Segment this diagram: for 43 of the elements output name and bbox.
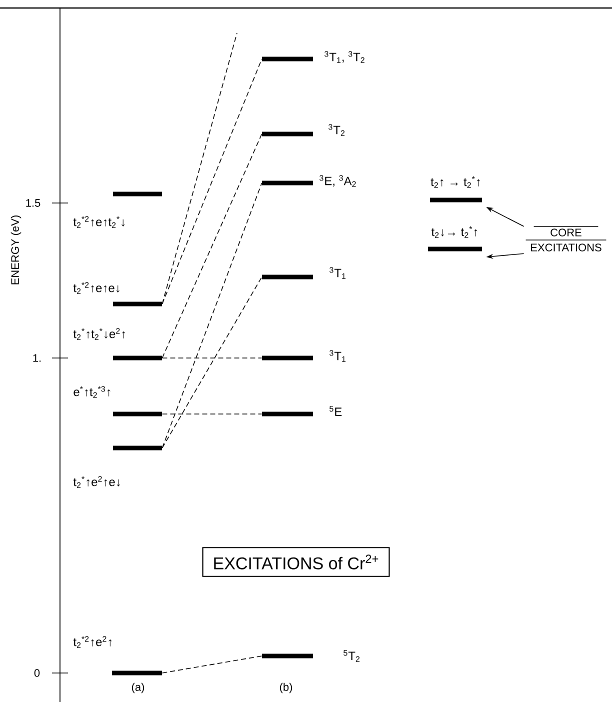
- energy-level: $^{3}$T$_{2}$: [262, 124, 345, 136]
- axis-label: ENERGY (eV): [10, 216, 22, 284]
- node-label: e$^{*}$↑t$_{2}$$^{*3}$↑: [74, 386, 110, 398]
- energy-level: t$_{2}$$^{*2}$↑e$^{2}$↑: [73, 636, 162, 676]
- energy-level: $^{5}$T$_{2}$: [262, 650, 360, 662]
- connector-line: [162, 656, 262, 674]
- node-label: $^{3}$T$_{1}$: [329, 350, 346, 362]
- energy-level: $^{3}$T$_{1}$: [262, 267, 346, 280]
- energy-level: t$_{2}$$^{*2}$↑e↑e↓: [73, 282, 162, 306]
- node-label: t$_{2}$$^{*}$↑t$_{2}$$^{*}$↓e$^{2}$↑: [73, 328, 126, 340]
- node-label: t$_{2}$↓→ t$_{2}$$^{*}$↑: [431, 226, 478, 238]
- energy-level: e$^{*}$↑t$_{2}$$^{*3}$↑: [74, 386, 162, 416]
- node-label: $^{3}$T$_{1}$, $^{3}$T$_{2}$: [324, 51, 364, 63]
- overlined-text: CORE EXCITATIONS: [525, 226, 607, 252]
- connector-line: [162, 276, 262, 448]
- node-label: t$_{2}$$^{*2}$↑e↑t$_{2}$$^{*}$↓: [73, 216, 125, 228]
- node-label: t$_{2}$$^{*}$↑e$^{2}$↑e↓: [73, 476, 120, 488]
- node-label: $^{5}$E: [330, 406, 342, 416]
- node-label: $^{3}$E, $^{3}$A$_{2}$: [319, 175, 356, 187]
- column-label: (b): [280, 682, 292, 694]
- title-box: EXCITATIONS of Cr$^{2+}$: [202, 547, 390, 577]
- connector-line: [162, 182, 262, 448]
- node-label: $^{3}$T$_{2}$: [328, 124, 345, 136]
- energy-level: t$_{2}$↓→ t$_{2}$$^{*}$↑: [428, 226, 482, 252]
- connector-line: [162, 58, 262, 304]
- energy-level: $^{3}$E, $^{3}$A$_{2}$: [262, 175, 356, 187]
- tick-label: 0: [34, 669, 40, 677]
- node-label: t$_{2}$$^{*2}$↑e$^{2}$↑: [73, 636, 112, 648]
- node-label: $^{5}$T$_{2}$: [344, 650, 360, 662]
- tick-label: 1.5: [26, 199, 40, 207]
- energy-level: t$_{2}$$^{*}$↑e$^{2}$↑e↓: [73, 446, 162, 488]
- node-label: t$_{2}$$^{*2}$↑e↑e↓: [73, 282, 120, 294]
- energy-level: $^{3}$T$_{1}$, $^{3}$T$_{2}$: [262, 51, 364, 63]
- energy-level: $^{5}$E: [262, 406, 342, 416]
- connector-line: [162, 32, 238, 304]
- energy-level: t$_{2}$$^{*2}$↑e↑t$_{2}$$^{*}$↓: [73, 192, 162, 228]
- energy-level: t$_{2}$$^{*}$↑t$_{2}$$^{*}$↓e$^{2}$↑: [73, 328, 162, 360]
- node-label: $^{3}$T$_{1}$: [329, 267, 346, 279]
- connector-line: [162, 134, 262, 358]
- node-label: t$_{2}$↑ → t$_{2}$$^{*}$↑: [430, 176, 480, 188]
- energy-level: t$_{2}$↑ → t$_{2}$$^{*}$↑: [430, 176, 482, 202]
- energy-level: $^{3}$T$_{1}$: [262, 350, 346, 362]
- tick-label: 1.: [33, 354, 41, 362]
